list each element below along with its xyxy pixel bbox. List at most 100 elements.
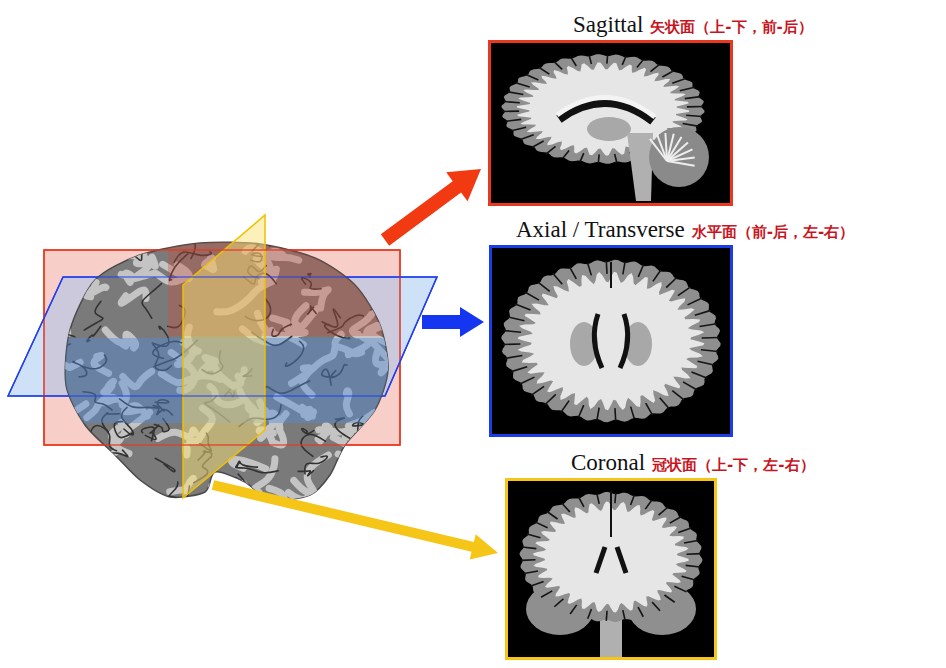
sulcus — [142, 284, 162, 319]
sulcus — [503, 110, 519, 112]
sulcus — [598, 154, 600, 163]
sulcus — [606, 55, 608, 64]
sulcus — [504, 102, 520, 103]
sulcus — [653, 270, 661, 281]
sulcus — [571, 58, 576, 66]
sulcus — [597, 408, 599, 421]
sulcus — [516, 83, 530, 87]
yellow-arrow — [212, 480, 498, 559]
ventricle — [617, 547, 626, 573]
sulcus — [678, 528, 691, 533]
sulcus — [614, 493, 616, 503]
plane-name: Coronal — [571, 450, 645, 476]
cerebellum — [649, 127, 709, 187]
white-matter — [518, 272, 705, 410]
sulcus — [645, 500, 652, 509]
sulcus — [561, 401, 569, 412]
sulcus — [615, 154, 617, 163]
sulcus — [512, 127, 527, 130]
gyrus — [306, 455, 328, 498]
coronal-plane — [183, 215, 265, 498]
gyrus — [86, 287, 106, 297]
sulcus — [114, 422, 132, 438]
thalamus — [587, 117, 631, 141]
sulcus — [659, 507, 668, 515]
sulcus — [522, 547, 536, 549]
slice-drawing — [501, 54, 709, 201]
sulcus — [631, 495, 635, 505]
gyrus — [333, 437, 358, 457]
sulcus — [674, 586, 686, 592]
sulcus — [688, 298, 703, 305]
sulcus — [680, 87, 695, 90]
sulcus — [650, 64, 659, 71]
sulcus — [662, 71, 673, 77]
sulcus — [672, 391, 684, 400]
sulcus — [379, 402, 417, 424]
sulcus — [64, 461, 89, 464]
gyrus — [63, 484, 94, 526]
sulcus — [521, 135, 534, 140]
sulcus — [553, 274, 562, 285]
slice-drawing — [520, 491, 703, 657]
sulcus — [166, 482, 177, 515]
plane-name: Sagittal — [573, 12, 643, 38]
red-arrow — [381, 169, 481, 246]
sulcus — [695, 310, 711, 315]
sulcus — [623, 262, 625, 275]
sulcus — [660, 398, 669, 409]
sulcus — [563, 150, 569, 158]
sulcus — [589, 56, 591, 65]
plane-outline — [44, 250, 400, 445]
sulcus — [700, 324, 717, 327]
gyrus — [55, 306, 70, 333]
sulcus — [541, 591, 552, 597]
sulcus — [678, 287, 691, 296]
sulcus — [637, 60, 643, 68]
sulcus — [524, 571, 538, 574]
sulcus — [691, 372, 706, 378]
sulcus — [683, 123, 698, 126]
sulcus — [531, 581, 544, 586]
sulcus — [353, 422, 369, 427]
sulcus — [298, 470, 313, 475]
sulcus — [664, 595, 674, 602]
plane-description: 冠状面（上-下，左-右） — [652, 456, 814, 475]
sulcus — [525, 292, 539, 300]
sulcus — [84, 301, 103, 330]
sulcus — [580, 153, 584, 161]
sulcus — [685, 97, 701, 99]
sulcus — [521, 559, 535, 561]
plane-description: 水平面（前-后，左-右） — [692, 223, 854, 242]
sulcus — [588, 263, 592, 275]
gyrus — [60, 466, 73, 476]
arbor-vitae — [667, 161, 695, 166]
gyrus — [73, 482, 86, 506]
sulcus — [605, 611, 607, 621]
sulcus — [506, 356, 523, 359]
sulcus — [130, 244, 145, 260]
ventricle — [620, 314, 628, 368]
sulcus — [539, 67, 549, 74]
sulcus — [638, 607, 643, 617]
sulcus — [701, 350, 718, 352]
sulcus — [605, 261, 607, 274]
sulcus — [547, 512, 557, 519]
image-panel: Sagittal矢状面（上-下，前-后） — [488, 40, 733, 206]
sulcus — [546, 146, 555, 153]
sulcus — [536, 522, 548, 528]
sulcus — [102, 489, 121, 500]
sulcus — [371, 264, 384, 310]
fissure — [610, 491, 612, 537]
sulcus — [520, 377, 535, 384]
sulcus — [53, 491, 67, 508]
sulcus — [385, 410, 424, 415]
sulcus — [570, 267, 577, 279]
panel-heading: Coronal 冠状面（上-下，左-右） — [571, 450, 815, 476]
sulcus — [515, 304, 530, 310]
sulcus — [527, 534, 540, 538]
sulcus — [142, 427, 155, 441]
panel-heading: Axial / Transverse水平面（前-后，左-右） — [516, 217, 854, 243]
sulcus — [554, 62, 562, 70]
